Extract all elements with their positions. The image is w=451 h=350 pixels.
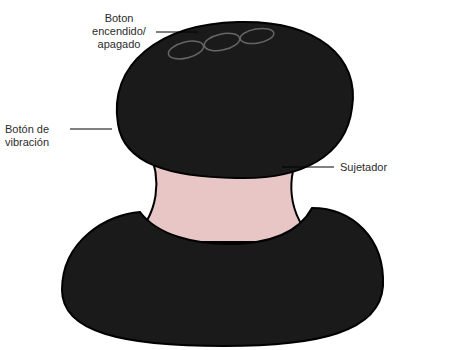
device-head (117, 22, 353, 178)
part-label: Botón de vibración (5, 123, 67, 149)
leader-line (156, 32, 198, 33)
part-label: Sujetador (340, 161, 430, 174)
leader-line (70, 129, 112, 130)
top-button (203, 30, 242, 53)
part-label: Boton encendido/ apagado (86, 12, 152, 51)
leader-line (282, 167, 334, 168)
top-button (167, 38, 206, 62)
top-button (239, 26, 275, 46)
device-base (62, 208, 383, 346)
